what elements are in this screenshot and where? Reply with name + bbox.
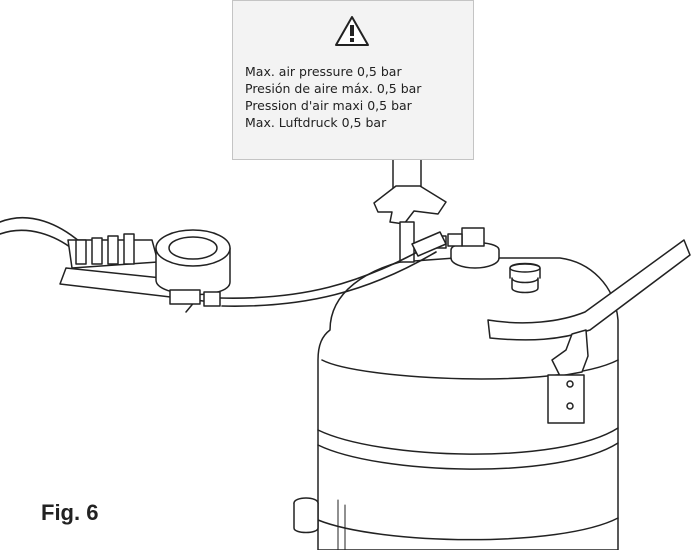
filler-cap <box>509 262 541 294</box>
warning-text-de: Max. Luftdruck 0,5 bar <box>245 115 387 130</box>
hose-clamp <box>59 233 211 313</box>
warning-label: Max. air pressure 0,5 bar Presión de air… <box>232 0 474 160</box>
pressure-gauge <box>155 229 231 307</box>
air-hose <box>0 217 437 307</box>
warning-text-fr: Pression d'air maxi 0,5 bar <box>245 98 412 113</box>
hose-connector <box>411 231 447 257</box>
pressure-regulator <box>431 227 500 269</box>
tank-handle <box>487 239 691 424</box>
warning-text-block: Max. air pressure 0,5 bar Presión de air… <box>245 63 421 131</box>
warning-triangle-icon <box>335 16 369 46</box>
bottom-fitting <box>293 497 319 534</box>
warning-text-en: Max. air pressure 0,5 bar <box>245 64 402 79</box>
warning-text-es: Presión de aire máx. 0,5 bar <box>245 81 422 96</box>
figure-label: Fig. 6 <box>41 500 99 525</box>
